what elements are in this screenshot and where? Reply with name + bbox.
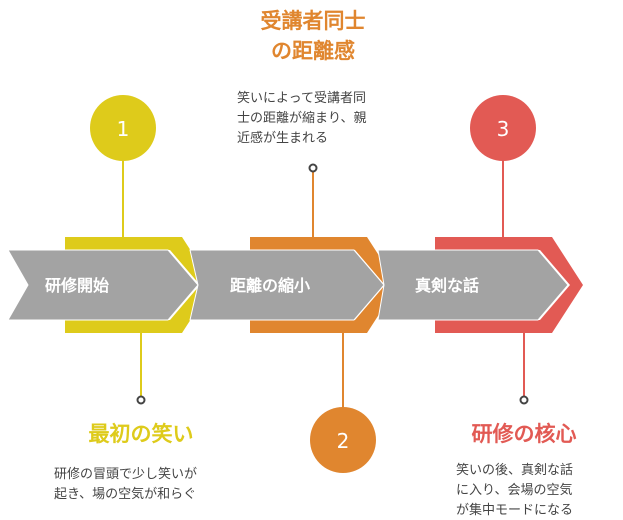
step-title-1: 最初の笑い — [89, 422, 194, 446]
arrow-step-2 — [189, 249, 385, 321]
step-desc-3-line-3: が集中モードになる — [456, 502, 573, 518]
chevron-1 — [65, 237, 213, 333]
connector-dot-2 — [308, 163, 318, 173]
connector-dot-1 — [136, 395, 146, 405]
arrow-step-3 — [377, 249, 569, 321]
step-title-3: 研修の核心 — [472, 422, 577, 446]
step-label-1: 研修開始 — [45, 276, 109, 295]
step-title-2-line-2: の距離感 — [271, 39, 355, 63]
step-desc-3-line-2: に入り、会場の空気 — [456, 482, 572, 498]
number-2: 2 — [337, 429, 350, 453]
connector-dot-3 — [519, 395, 529, 405]
number-circle-1 — [90, 95, 156, 161]
number-circle-3 — [470, 95, 536, 161]
step-desc-2-line-2: 士の距離が縮まり、親 — [237, 110, 366, 126]
chevron-3 — [435, 237, 583, 333]
step-desc-3-line-1: 笑いの後、真剣な話 — [456, 462, 573, 478]
step-desc-2-line-3: 近感が生まれる — [237, 130, 328, 146]
step-desc-1-line-1: 研修の冒頭で少し笑いが — [54, 466, 197, 482]
step-label-2: 距離の縮小 — [230, 276, 310, 295]
arrow-step-1 — [7, 249, 199, 321]
step-title-2-line-1: 受講者同士 — [261, 9, 366, 33]
chevron-2 — [250, 237, 398, 333]
number-3: 3 — [497, 117, 510, 141]
step-desc-1-line-2: 起き、場の空気が和らぐ — [54, 486, 196, 502]
number-1: 1 — [117, 117, 130, 141]
number-circle-2 — [310, 407, 376, 473]
step-desc-2-line-1: 笑いによって受講者同 — [237, 90, 366, 106]
step-label-3: 真剣な話 — [415, 276, 479, 295]
